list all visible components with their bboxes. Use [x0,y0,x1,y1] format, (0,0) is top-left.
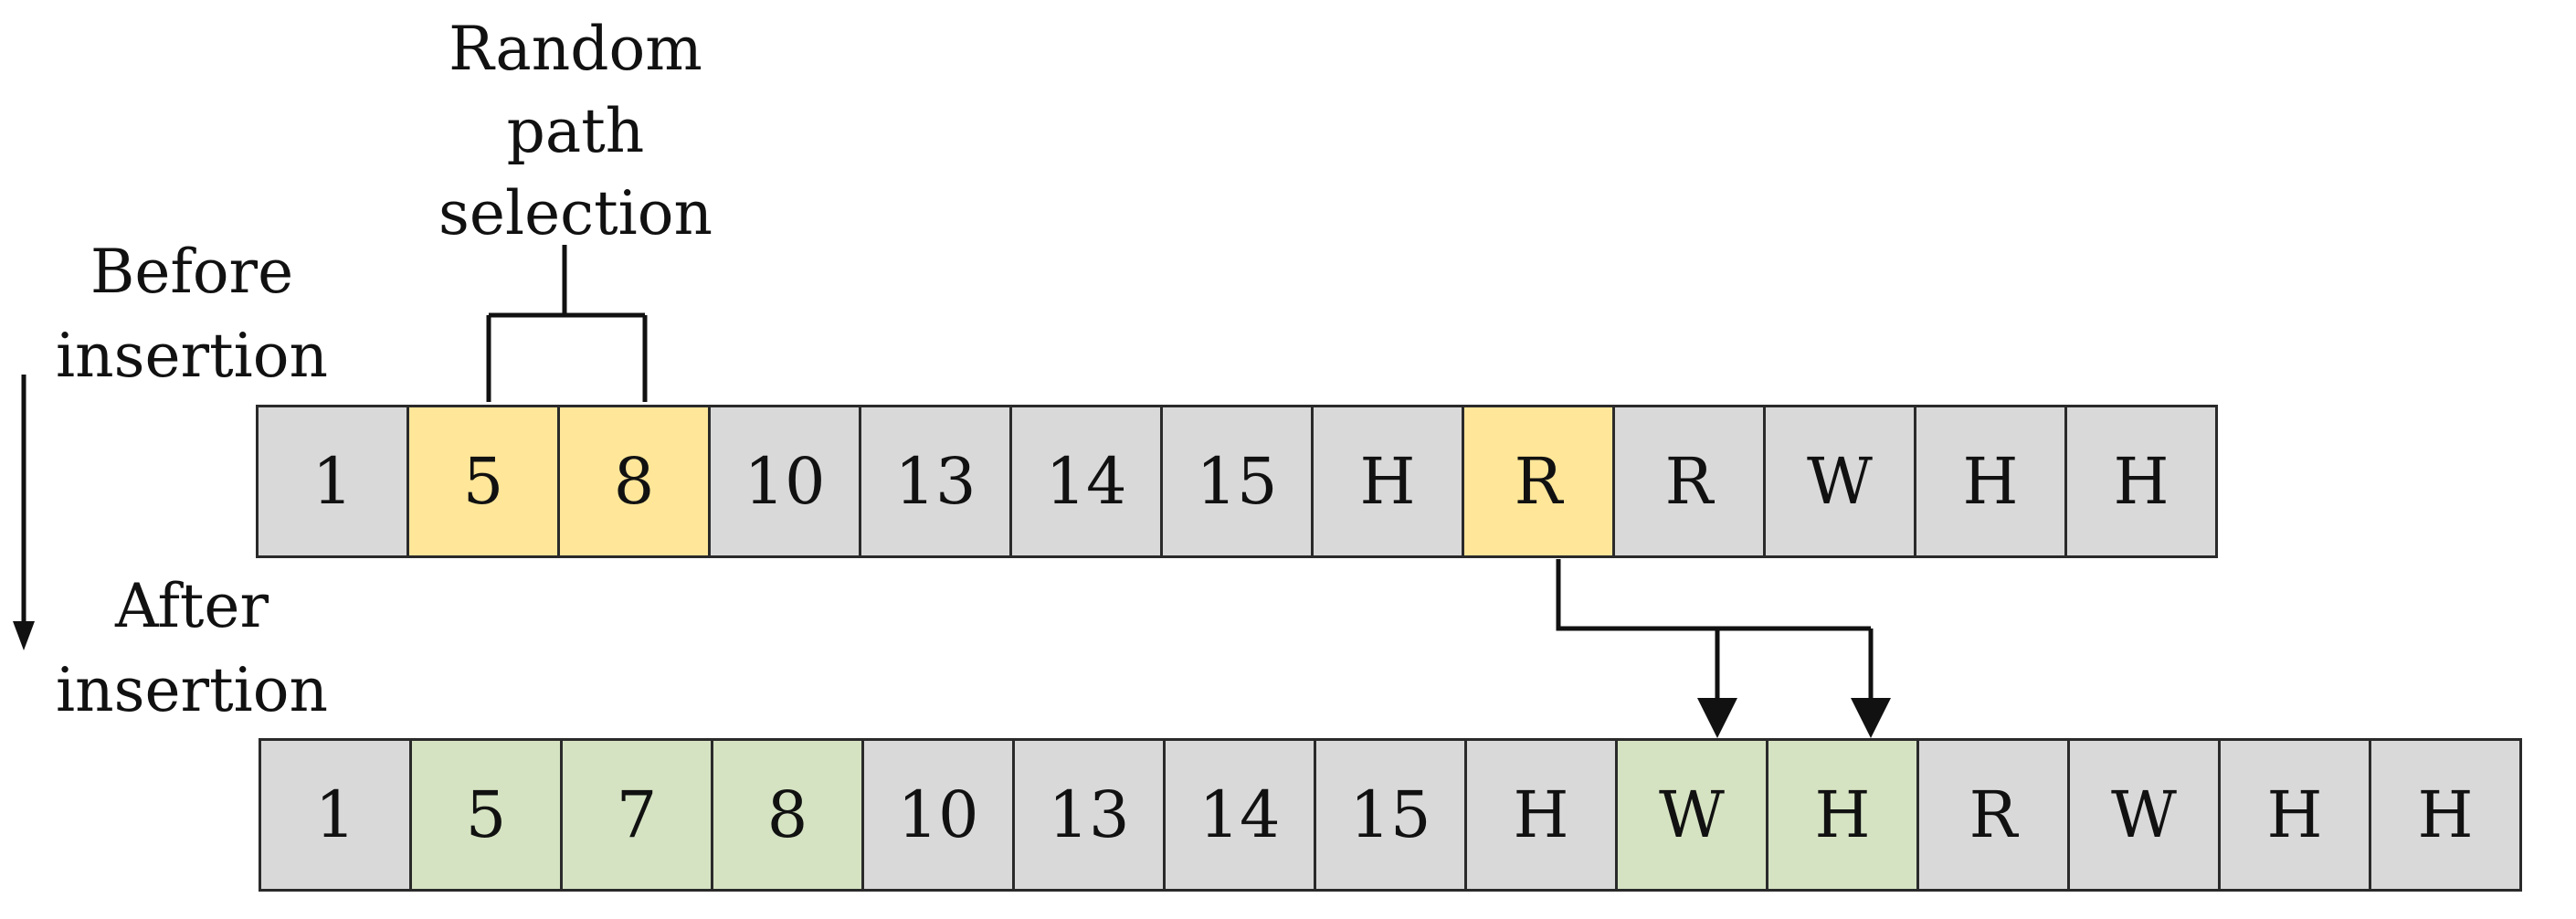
random-path-label-line1: Random [449,14,702,84]
random-path-selection-label: Random path selection [393,7,758,256]
arrowhead-w-icon [1697,698,1737,738]
after-row-cell: 15 [1314,738,1467,892]
after-row-cell: H [2369,738,2522,892]
before-row-cell: 8 [557,405,711,558]
after-label-line2: insertion [56,655,328,725]
before-row-cell: 14 [1009,405,1163,558]
after-row-cell: R [1916,738,2070,892]
before-label-line2: insertion [56,321,328,391]
random-path-label-line3: selection [438,178,713,248]
after-row-cell: H [1766,738,1919,892]
before-row-cell: H [1311,405,1464,558]
before-label-line1: Before [90,237,294,307]
selection-bracket [486,245,648,402]
after-row-cell: 7 [560,738,713,892]
before-row-cell: 10 [708,405,861,558]
before-insertion-label: Before insertion [37,230,347,398]
after-label-line1: After [114,571,269,641]
before-row-cell: R [1462,405,1615,558]
before-row-cell: H [2064,405,2218,558]
after-row-cell: 8 [711,738,864,892]
insertion-connector [1556,559,1891,738]
after-row-cell: 14 [1163,738,1316,892]
after-insertion-label: After insertion [37,565,347,733]
after-row-cell: 5 [409,738,563,892]
before-row-cell: 5 [406,405,560,558]
before-row-cell: H [1914,405,2067,558]
before-row-cell: W [1763,405,1916,558]
down-arrow-icon [13,375,35,650]
after-row-cell: W [2067,738,2221,892]
after-row-cell: 1 [259,738,412,892]
arrowhead-h-icon [1851,698,1891,738]
before-row-cell: R [1612,405,1766,558]
before-row-cell: 13 [859,405,1012,558]
after-row-cell: 10 [861,738,1015,892]
random-path-label-line2: path [506,96,645,166]
after-row-cell: 13 [1012,738,1166,892]
after-row-cell: H [1464,738,1618,892]
after-row-cell: H [2218,738,2371,892]
before-row-cell: 15 [1160,405,1314,558]
